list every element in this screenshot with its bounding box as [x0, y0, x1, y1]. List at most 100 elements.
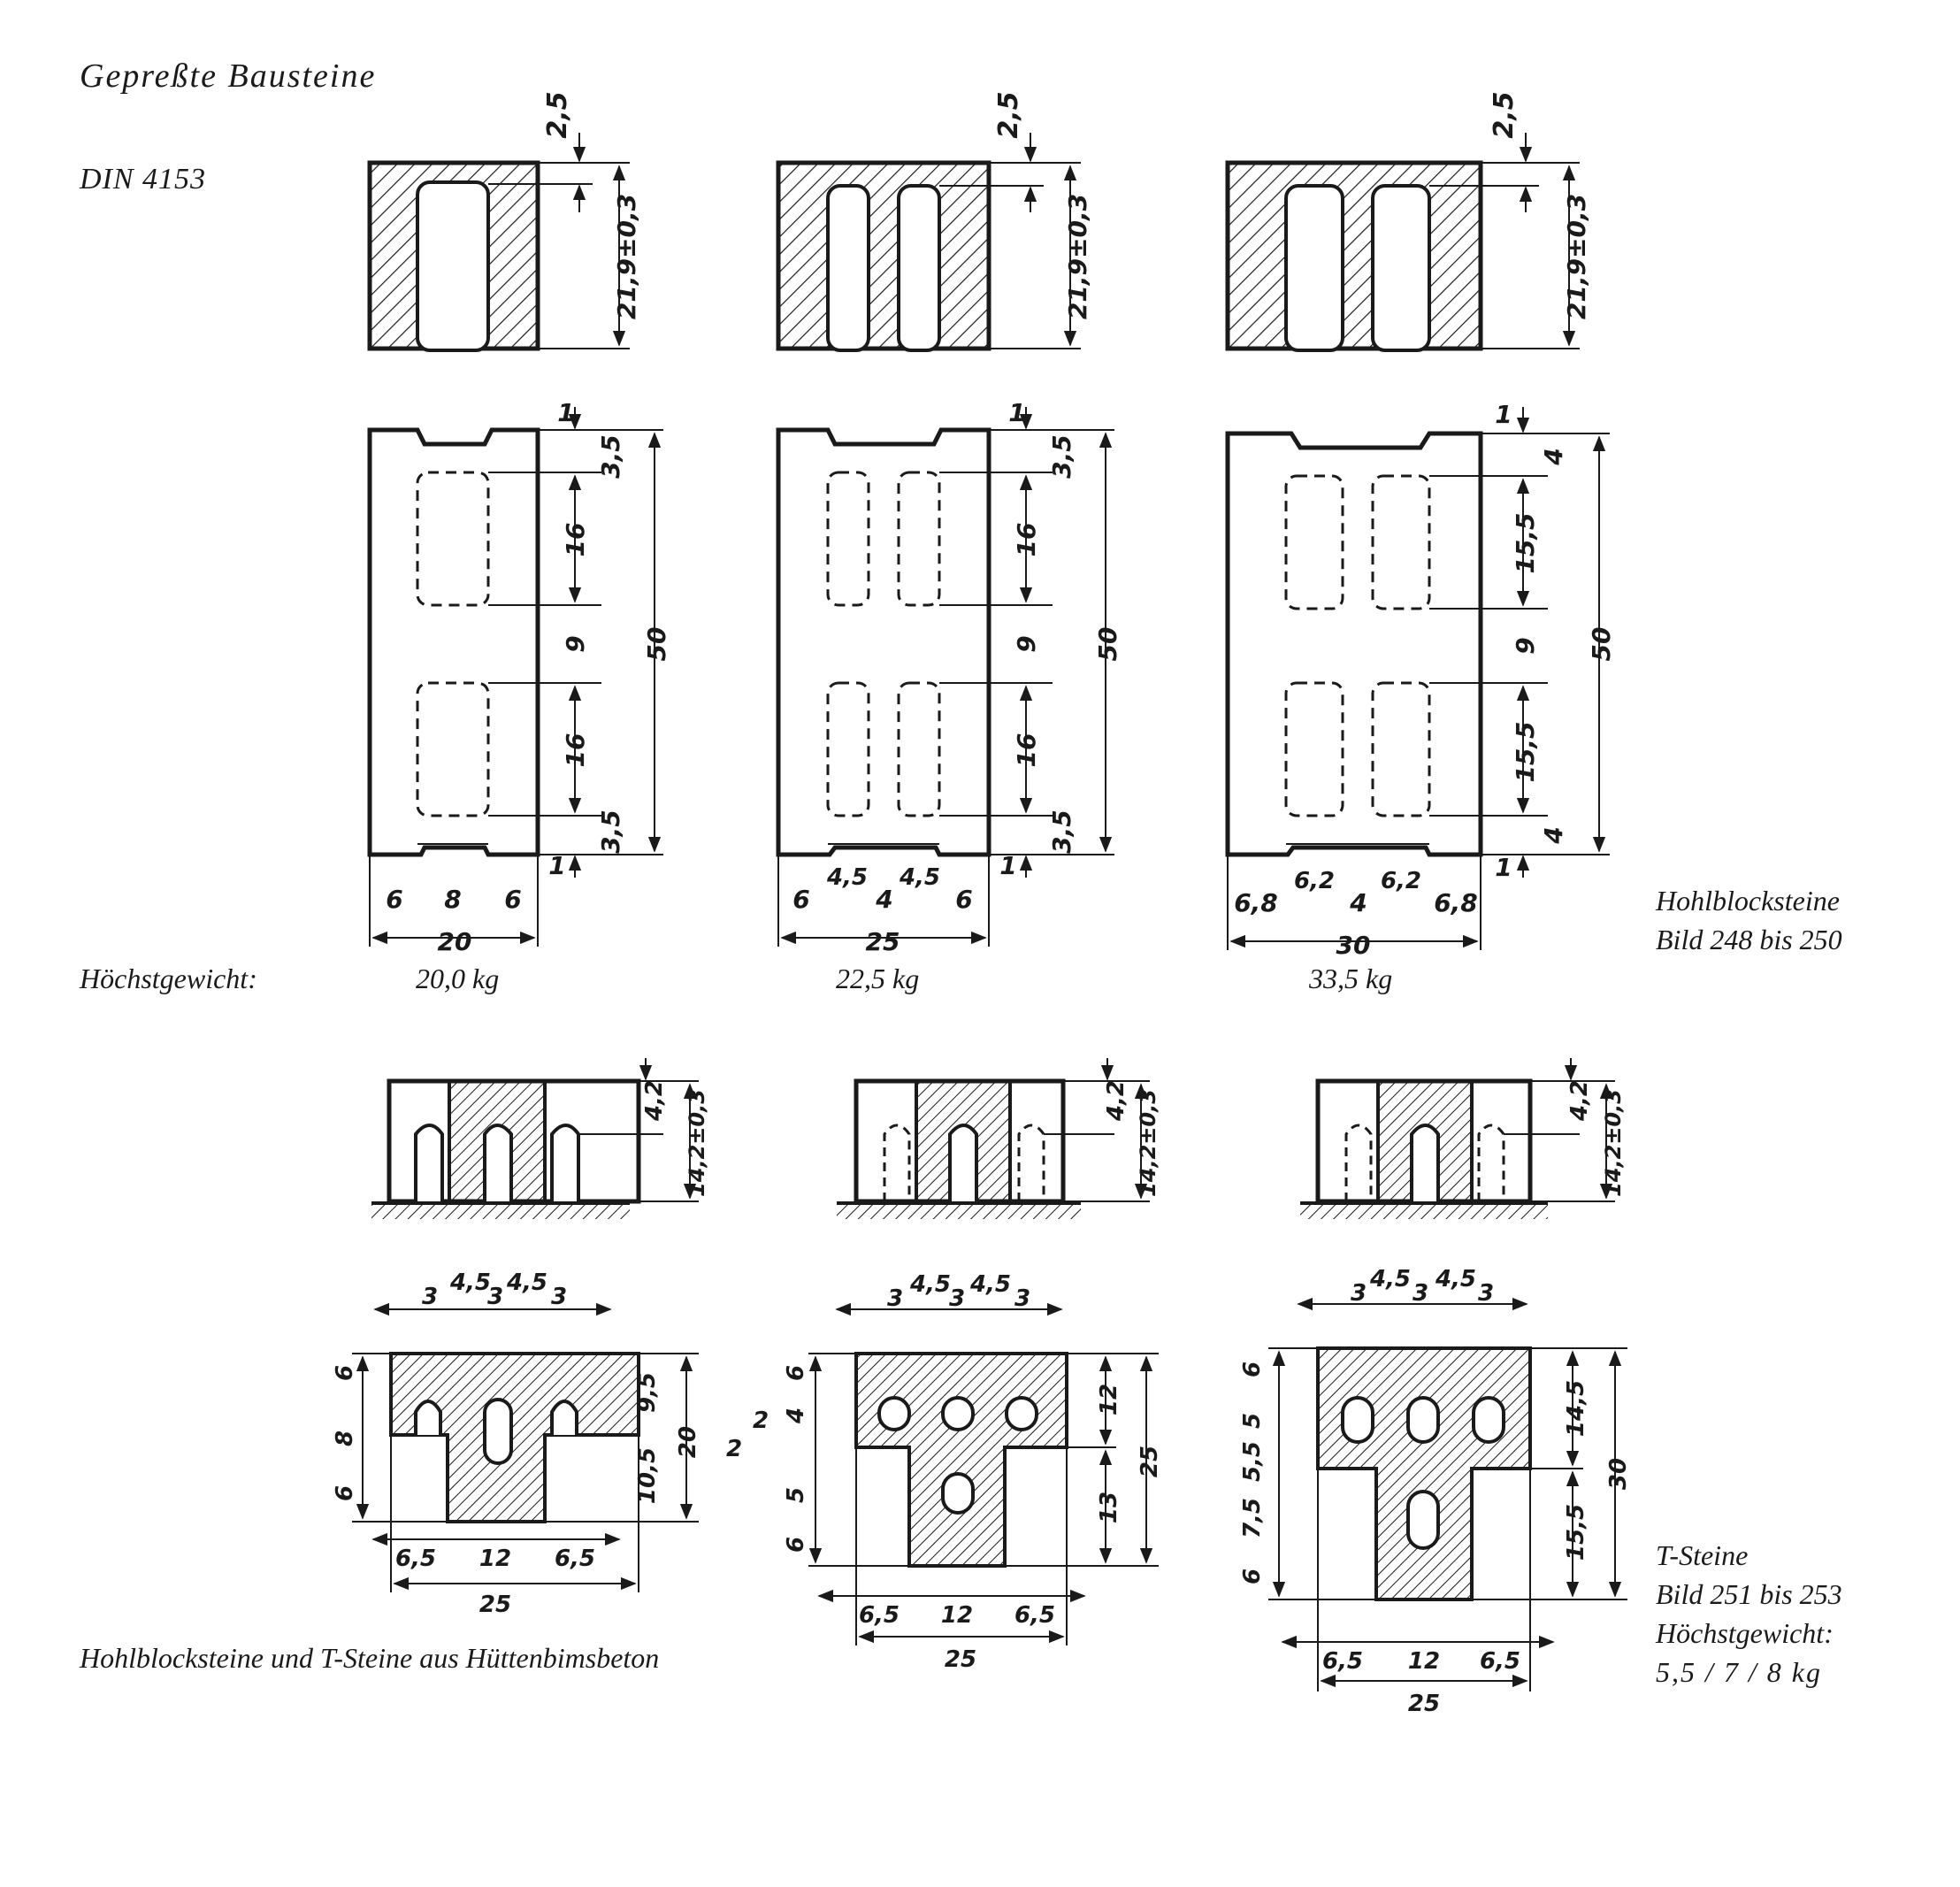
dim-label: 1	[557, 398, 574, 427]
tstein-1-elevation	[371, 1058, 699, 1219]
dim-label: 2,5	[1489, 91, 1520, 138]
dim-label: 6	[783, 1365, 809, 1381]
dim-label: 3	[551, 1284, 567, 1310]
dim-label: 9	[1012, 635, 1041, 652]
dim-label: 3	[1413, 1280, 1428, 1307]
dim-label: 16	[561, 523, 590, 557]
dim-label: 8	[332, 1431, 358, 1446]
dim-label: 6	[504, 885, 521, 914]
dim-label: 1	[548, 851, 565, 880]
caption-tstein-title: T-Steine	[1656, 1539, 1749, 1571]
dim-label: 1	[1495, 853, 1512, 882]
hohlblock-3-side-view	[1225, 407, 1610, 950]
dim-label: 3	[487, 1284, 503, 1310]
dim-label: 25	[1137, 1446, 1163, 1477]
tstein-2-elevation	[837, 1058, 1150, 1219]
dim-label: 5	[783, 1487, 809, 1503]
dim-label: 2,5	[993, 91, 1024, 138]
dim-label: 6,5	[555, 1546, 595, 1572]
dim-label: 3,5	[1047, 434, 1076, 479]
caption-tstein-figures: Bild 251 bis 253	[1656, 1578, 1842, 1610]
dim-label: 14,5	[1563, 1380, 1589, 1437]
dim-label: 25	[479, 1592, 511, 1618]
dim-label: 30	[1336, 931, 1371, 960]
dim-label: 50	[1587, 627, 1616, 662]
dim-label: 4,5	[826, 864, 868, 891]
hohlblock-2-top-view: 2,5 21,9±0,3	[776, 91, 1092, 352]
dim-label: 6,5	[1014, 1602, 1055, 1629]
dim-label: 16	[1012, 523, 1041, 557]
dim-label: 1	[1008, 398, 1025, 427]
dim-label: 4,2	[1566, 1080, 1593, 1122]
caption-tstein-weights: 5,5 / 7 / 8 kg	[1656, 1656, 1822, 1688]
dim-label: 6,5	[395, 1546, 436, 1572]
dim-label: 9	[1511, 637, 1540, 654]
dim-label: 21,9±0,3	[1063, 194, 1092, 319]
weight-stone-1: 20,0 kg	[416, 963, 500, 994]
footer-caption: Hohlblocksteine und T-Steine aus Hüttenb…	[80, 1642, 660, 1674]
dim-label: 4,5	[1369, 1266, 1411, 1293]
caption-hohlblock-figures: Bild 248 bis 250	[1656, 924, 1842, 955]
hohlblock-3-top-view: 2,5 21,9±0,3	[1225, 91, 1591, 352]
dim-label: 21,9±0,3	[1562, 194, 1591, 319]
hohlblock-1-top-view: 2,5 21,9±0,3	[367, 91, 641, 352]
dim-label: 25	[866, 927, 900, 956]
tstein-2-plan	[808, 1302, 1159, 1645]
dim-label: 25	[1408, 1691, 1440, 1717]
dim-label: 20	[675, 1426, 701, 1458]
dim-label: 6	[792, 885, 809, 914]
dim-label: 8	[444, 885, 461, 914]
dim-label: 4,2	[1103, 1080, 1129, 1122]
dim-label: 6	[386, 885, 402, 914]
tstein-3-plan	[1268, 1297, 1627, 1691]
dim-label: 15,5	[1511, 512, 1540, 573]
dim-label: 14,2±0,3	[1136, 1089, 1160, 1197]
dim-label: 2	[726, 1436, 742, 1462]
weight-stone-2: 22,5 kg	[836, 963, 920, 994]
dim-label: 30	[1605, 1458, 1632, 1490]
standard-label: DIN 4153	[80, 163, 207, 196]
tstein-3-elevation	[1300, 1058, 1615, 1219]
dim-label: 14,2±0,3	[685, 1089, 709, 1197]
dim-label: 9	[561, 635, 590, 652]
page-title: Gepreßte Bausteine	[80, 58, 377, 95]
dim-label: 3	[887, 1285, 903, 1312]
dim-label: 50	[642, 627, 671, 662]
dim-label: 16	[561, 733, 590, 768]
dim-label: 50	[1093, 627, 1122, 662]
dim-label: 3	[1478, 1280, 1494, 1307]
dim-label: 5	[1239, 1413, 1266, 1429]
caption-tstein-weight-label: Höchstgewicht:	[1656, 1617, 1834, 1649]
dim-label: 4	[1349, 888, 1367, 917]
dim-label: 3,5	[1047, 809, 1076, 854]
dim-label: 15,5	[1511, 721, 1540, 782]
dim-label: 12	[479, 1546, 511, 1572]
dim-label: 21,9±0,3	[612, 194, 641, 319]
dim-label: 12	[1408, 1648, 1440, 1675]
dim-label: 9,5	[634, 1372, 661, 1413]
dim-label: 20	[438, 927, 472, 956]
dim-label: 3	[422, 1284, 438, 1310]
dim-label: 13	[1096, 1492, 1122, 1523]
hohlblock-2-side-view	[776, 407, 1114, 947]
dim-label: 6	[955, 885, 972, 914]
dim-label: 6,2	[1381, 868, 1421, 894]
tstein-1-plan	[352, 1302, 699, 1592]
dim-label: 3	[1014, 1285, 1030, 1312]
dim-label: 4,5	[899, 864, 940, 891]
dim-label: 4,5	[449, 1270, 491, 1296]
dim-label: 6	[332, 1365, 358, 1381]
weight-stone-3: 33,5 kg	[1309, 963, 1393, 994]
dim-label: 6,5	[1480, 1648, 1520, 1675]
dim-label: 4	[783, 1408, 809, 1424]
dim-label: 1	[1495, 400, 1512, 429]
dim-label: 2	[753, 1408, 769, 1434]
dim-label: 4,5	[969, 1271, 1011, 1298]
dim-label: 4,5	[506, 1270, 547, 1296]
dim-label: 4,5	[1435, 1266, 1476, 1293]
dim-label: 16	[1012, 733, 1041, 768]
dim-label: 6	[783, 1537, 809, 1553]
dim-label: 10,5	[634, 1447, 661, 1504]
dim-label: 3,5	[596, 809, 625, 854]
